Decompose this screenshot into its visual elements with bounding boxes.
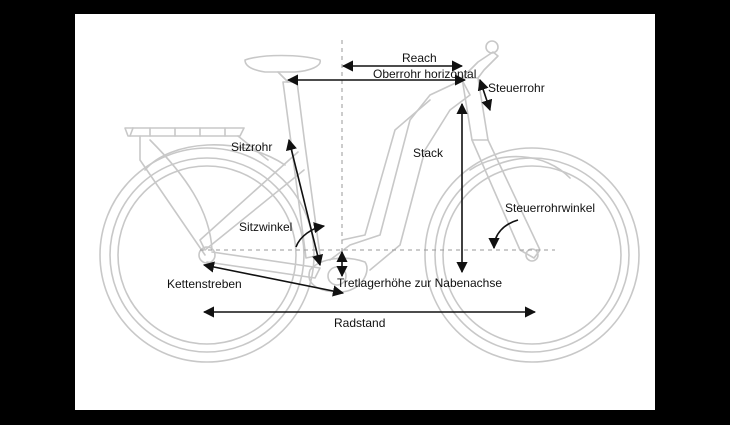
seat-angle-label: Sitzwinkel bbox=[239, 220, 292, 234]
chainstays-label: Kettenstreben bbox=[167, 277, 242, 291]
bb-drop-label: Tretlagerhöhe zur Nabenachse bbox=[337, 276, 502, 290]
head-angle-arc bbox=[488, 219, 519, 250]
chainstay-dimension bbox=[202, 261, 345, 297]
head-tube-dimension bbox=[477, 78, 493, 112]
seat-tube-label: Sitzrohr bbox=[231, 140, 272, 154]
front-wheel bbox=[424, 147, 640, 363]
seat-tube-dimension bbox=[285, 138, 324, 267]
seat-angle-arc bbox=[295, 222, 326, 248]
wheelbase-label: Radstand bbox=[334, 316, 385, 330]
head-angle-label: Steuerrohrwinkel bbox=[505, 201, 595, 215]
stack-label: Stack bbox=[413, 146, 444, 160]
top-tube-horizontal-label: Oberrohr horizontal bbox=[373, 67, 476, 81]
dimension-lines bbox=[202, 60, 537, 318]
head-tube-label: Steuerrohr bbox=[488, 81, 545, 95]
reach-label: Reach bbox=[402, 51, 437, 65]
rear-rack bbox=[124, 127, 269, 256]
